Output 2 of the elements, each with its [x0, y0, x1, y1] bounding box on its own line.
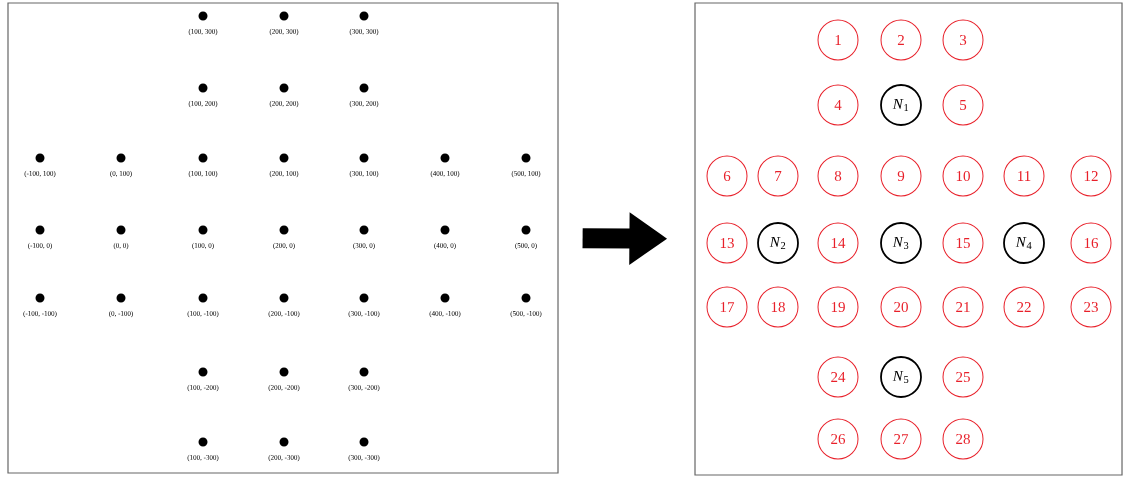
panel-frame [694, 2, 1123, 476]
panel-frame [7, 2, 559, 474]
